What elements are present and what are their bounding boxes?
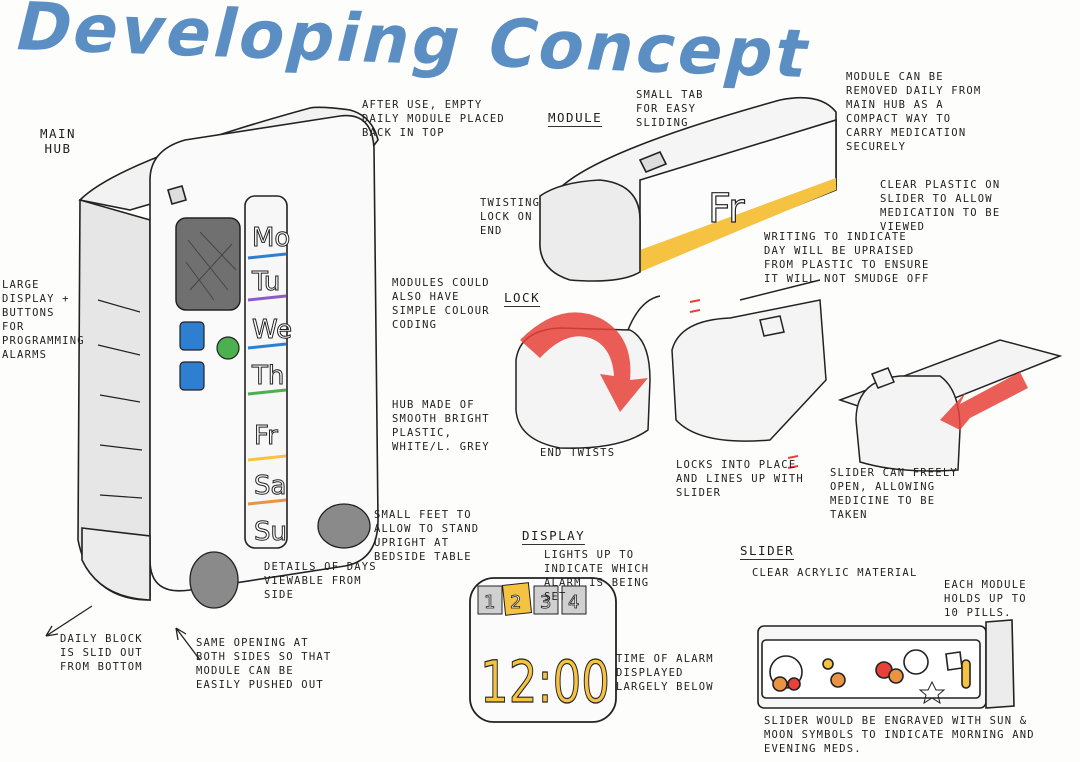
slider-open-arrow	[940, 372, 1028, 430]
day-label-fr: Fr	[254, 421, 278, 451]
note-modules-colour: Modules could also have simple colour co…	[392, 277, 490, 331]
note-after-use: After use, empty daily module placed bac…	[362, 99, 505, 139]
hub-foot-right	[317, 503, 371, 549]
note-locks-into: Locks into place and lines up with slide…	[676, 459, 804, 499]
hub-foot-left	[189, 551, 239, 609]
note-small-feet: Small feet to allow to stand upright at …	[374, 509, 480, 563]
alarm-number-3: 3	[540, 592, 551, 613]
note-slider-can: Slider can freely open, allowing medicin…	[830, 467, 958, 521]
day-label-we: We	[252, 315, 292, 345]
day-label-th: Th	[251, 361, 284, 391]
note-writing-day: Writing to indicate day will be upraised…	[764, 231, 930, 285]
alarm-number-1: 1	[484, 592, 495, 613]
lock-sketch-marks	[689, 299, 799, 469]
note-clear-acrylic: Clear acrylic material	[752, 567, 918, 579]
note-time-alarm: Time of alarm displayed largely below	[616, 653, 714, 693]
alarm-number-2: 2	[510, 592, 521, 613]
hub-button-2[interactable]	[179, 361, 205, 391]
slider-heading: Slider	[740, 543, 795, 560]
hub-button-1[interactable]	[179, 321, 205, 351]
note-hub-made: Hub made of smooth bright plastic, white…	[392, 399, 490, 453]
display-time: 12:00	[480, 648, 610, 716]
day-label-tu: Tu	[251, 267, 280, 297]
display-heading: Display	[522, 528, 586, 545]
note-clear-plastic: Clear plastic on slider to allow medicat…	[880, 179, 1001, 233]
hub-display-screen	[175, 217, 241, 311]
day-label-mo: Mo	[252, 223, 290, 253]
lock-twist-arrow	[520, 312, 648, 412]
lock-heading: Lock	[504, 290, 541, 307]
note-end-twists: End twists	[540, 447, 616, 459]
slider-sketch	[757, 619, 1015, 709]
note-lights-up: Lights up to indicate which alarm is bei…	[544, 549, 650, 603]
module-day-label: Fr	[708, 186, 745, 232]
note-each-module: Each module holds up to 10 pills.	[944, 579, 1027, 619]
main-hub-heading: Main Hub	[39, 126, 77, 156]
lock-sketch	[515, 279, 1063, 472]
arrow-daily-block	[45, 605, 93, 637]
note-daily-block: Daily block is slid out from bottom	[60, 633, 143, 673]
day-windows: Mo Tu We Th Fr Sa Su	[247, 223, 293, 548]
arrow-same-opening	[175, 627, 201, 661]
display-sketch: 1 2 3 4 12:00	[469, 577, 617, 723]
hub-button-3[interactable]	[216, 336, 240, 360]
note-same-opening: Same opening at both sides so that modul…	[196, 637, 332, 691]
day-label-sa: Sa	[254, 471, 286, 501]
note-slider-engraved: Slider would be engraved with sun & moon…	[764, 715, 1035, 755]
note-twisting-lock: Twisting lock on end	[480, 197, 541, 237]
note-large-display: Large display + buttons for programming …	[2, 279, 85, 361]
note-details-days: Details of days viewable from side	[264, 561, 377, 601]
module-sketch	[539, 96, 837, 282]
note-module-removed: Module can be removed daily from main hu…	[846, 71, 982, 153]
day-label-su: Su	[254, 517, 287, 547]
module-heading: Module	[548, 110, 603, 127]
note-small-tab: Small tab for easy sliding	[636, 89, 704, 129]
alarm-number-4: 4	[568, 592, 579, 613]
